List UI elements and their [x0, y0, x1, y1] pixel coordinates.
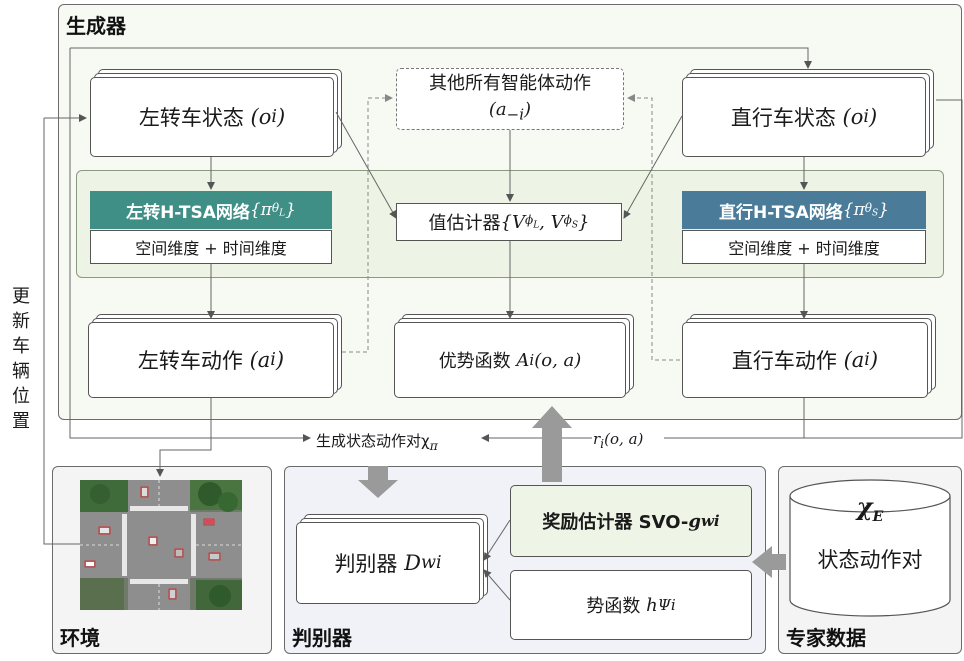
- generator-title: 生成器: [66, 14, 126, 38]
- expert-symbol: χE: [856, 492, 884, 525]
- generated-pairs-label: 生成状态动作对χπ: [316, 432, 438, 453]
- right-dims-box: 空间维度 + 时间维度: [682, 230, 926, 264]
- update-vehicle-position-label: 更新车辆位置: [12, 286, 30, 432]
- crosswalk-w: [122, 514, 127, 576]
- intersection-aerial-image: [80, 480, 242, 610]
- expert-state-action-pairs: 状态动作对: [817, 548, 923, 572]
- crosswalk-e: [191, 514, 196, 576]
- crosswalk-s: [130, 579, 188, 584]
- other-agents-actions-box: 其他所有智能体动作 (a−i): [396, 68, 624, 130]
- crosswalk-n: [130, 506, 188, 511]
- greenery-bl: [80, 578, 124, 610]
- expert-data-title: 专家数据: [786, 626, 866, 650]
- environment-title: 环境: [60, 626, 100, 650]
- left-dims-box: 空间维度 + 时间维度: [90, 230, 332, 264]
- vehicles: [84, 486, 221, 600]
- expert-database-cylinder: [789, 479, 951, 617]
- reward-signal-label: ri(o, a): [593, 430, 644, 451]
- discriminator-title: 判别器: [292, 626, 352, 650]
